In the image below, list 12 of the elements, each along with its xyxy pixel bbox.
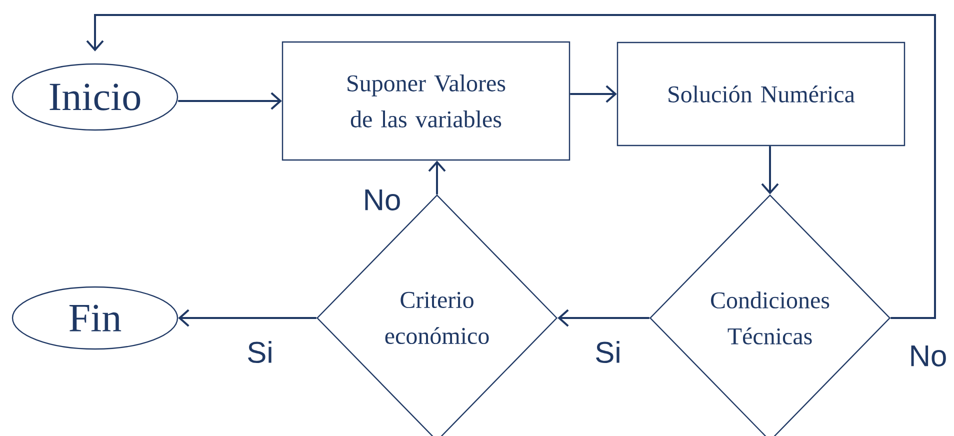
arrow bbox=[178, 309, 316, 327]
edge-label: Si bbox=[594, 340, 622, 364]
edge-label: No bbox=[908, 344, 948, 368]
arrow bbox=[570, 85, 617, 103]
process-box: Solución Numérica bbox=[616, 42, 906, 146]
arrow bbox=[558, 309, 650, 327]
arrow bbox=[761, 146, 779, 194]
arrow bbox=[178, 92, 282, 110]
process-box: Suponer Valores de las variables bbox=[282, 41, 570, 161]
arrow bbox=[428, 160, 446, 194]
arrow bbox=[86, 14, 936, 319]
edge-label: Si bbox=[246, 340, 274, 364]
